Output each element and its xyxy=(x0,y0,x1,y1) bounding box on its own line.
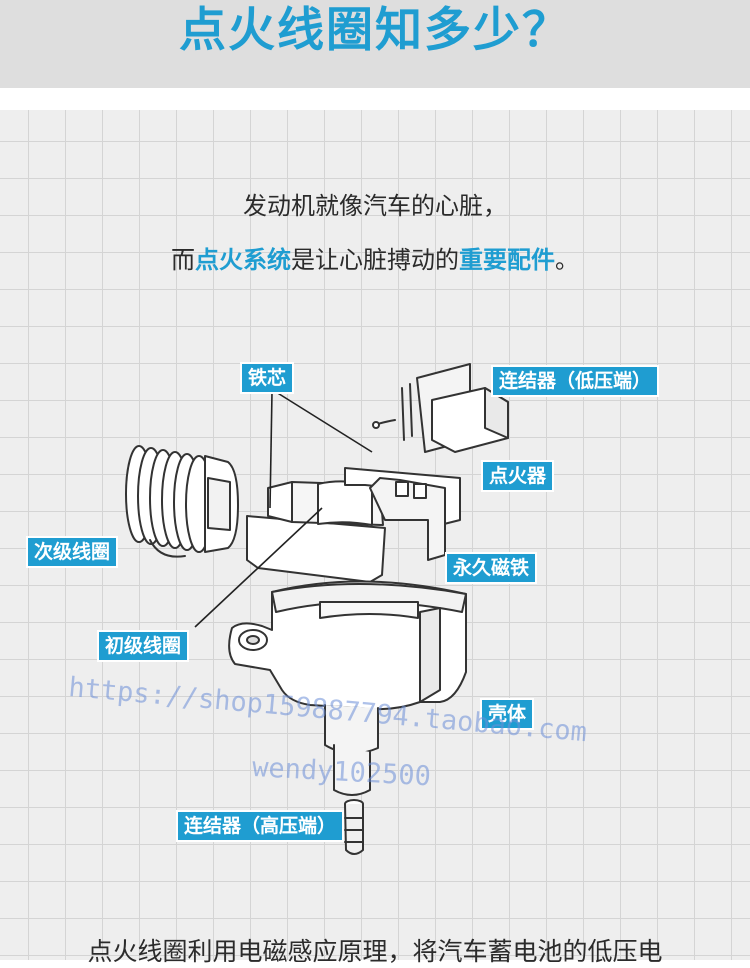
label-connector-high: 连结器（高压端） xyxy=(176,810,345,842)
label-primary-coil: 初级线圈 xyxy=(97,630,190,662)
intro-line-2: 而点火系统是让心脏搏动的重要配件。 xyxy=(0,240,750,275)
label-connector-low: 连结器（低压端） xyxy=(491,365,660,397)
leader-iron-core-1 xyxy=(269,391,273,509)
page-title: 点火线圈知多少？ xyxy=(179,3,571,58)
label-igniter: 点火器 xyxy=(481,460,555,492)
connector-low-drawing xyxy=(372,363,509,453)
leader-iron-core-2 xyxy=(275,391,373,453)
connector-high-drawing xyxy=(344,799,364,855)
label-iron-core: 铁芯 xyxy=(240,362,295,394)
highlight-ignition-system: 点火系统 xyxy=(195,246,291,274)
housing-drawing xyxy=(228,580,467,796)
label-housing: 壳体 xyxy=(480,698,535,730)
intro-prefix: 而 xyxy=(171,246,195,274)
secondary-coil-drawing xyxy=(125,445,239,558)
highlight-key-part: 重要配件 xyxy=(459,246,555,274)
intro-line-1: 发动机就像汽车的心脏， xyxy=(243,192,507,220)
iron-core-drawing xyxy=(246,467,461,583)
label-permanent-magnet: 永久磁铁 xyxy=(445,552,538,584)
grid-background xyxy=(0,110,750,960)
intro-suffix: 。 xyxy=(555,246,579,274)
intro-middle: 是让心脏搏动的 xyxy=(291,246,459,274)
label-secondary-coil: 次级线圈 xyxy=(26,536,119,568)
leader-primary-coil xyxy=(194,507,323,628)
header-bar: 点火线圈知多少？ xyxy=(0,0,750,88)
bottom-paragraph: 点火线圈利用电磁感应原理，将汽车蓄电池的低压电 xyxy=(87,937,663,966)
